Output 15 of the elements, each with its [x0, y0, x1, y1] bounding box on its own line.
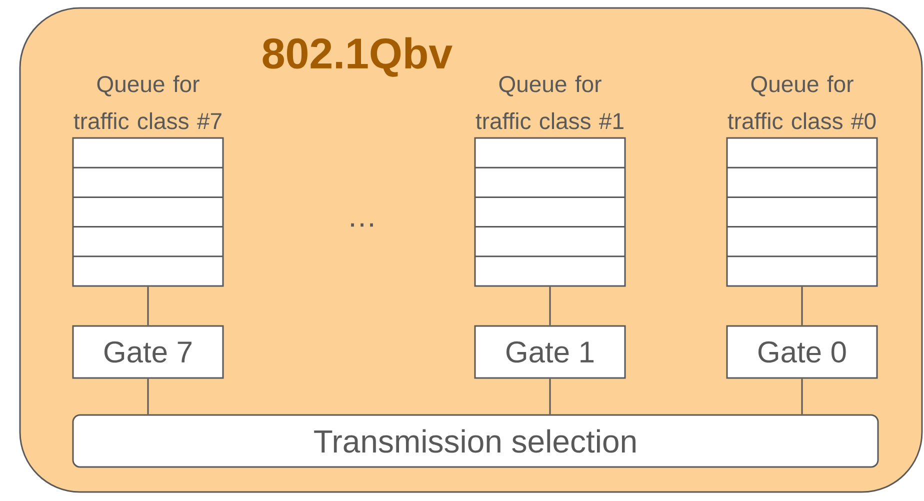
queue-heading: Queue for traffic class #1 — [476, 75, 624, 130]
connector-line — [801, 378, 803, 414]
gate-box: Gate 7 — [72, 325, 224, 379]
gate-box: Gate 0 — [726, 325, 878, 379]
title: 802.1Qbv — [262, 37, 452, 77]
ellipsis: … — [351, 223, 373, 227]
selection-box: Transmission selection — [72, 414, 879, 468]
gate-box: Gate 1 — [474, 325, 626, 379]
queue-heading: Queue for traffic class #7 — [74, 75, 222, 130]
connector-line — [549, 378, 551, 414]
connector-line — [801, 286, 803, 326]
connector-line — [147, 286, 149, 326]
queue-heading: Queue for traffic class #0 — [728, 75, 876, 130]
connector-line — [147, 378, 149, 414]
connector-line — [549, 286, 551, 326]
